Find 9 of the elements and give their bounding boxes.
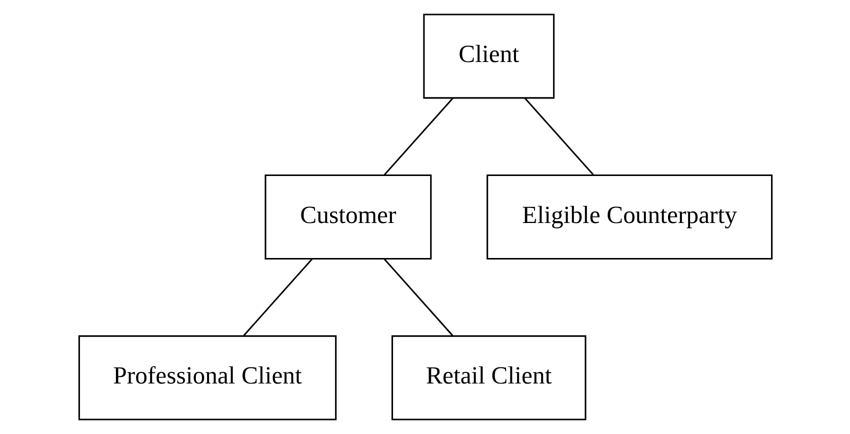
node-box: Professional Client [78,335,336,420]
connector [382,258,453,336]
connector [524,97,594,176]
connector [242,258,312,336]
connector [383,97,454,176]
node-box: Customer [264,174,432,260]
node-box: Retail Client [390,335,586,420]
node-box: Eligible Counterparty [486,174,772,260]
node-box: Client [422,14,554,99]
